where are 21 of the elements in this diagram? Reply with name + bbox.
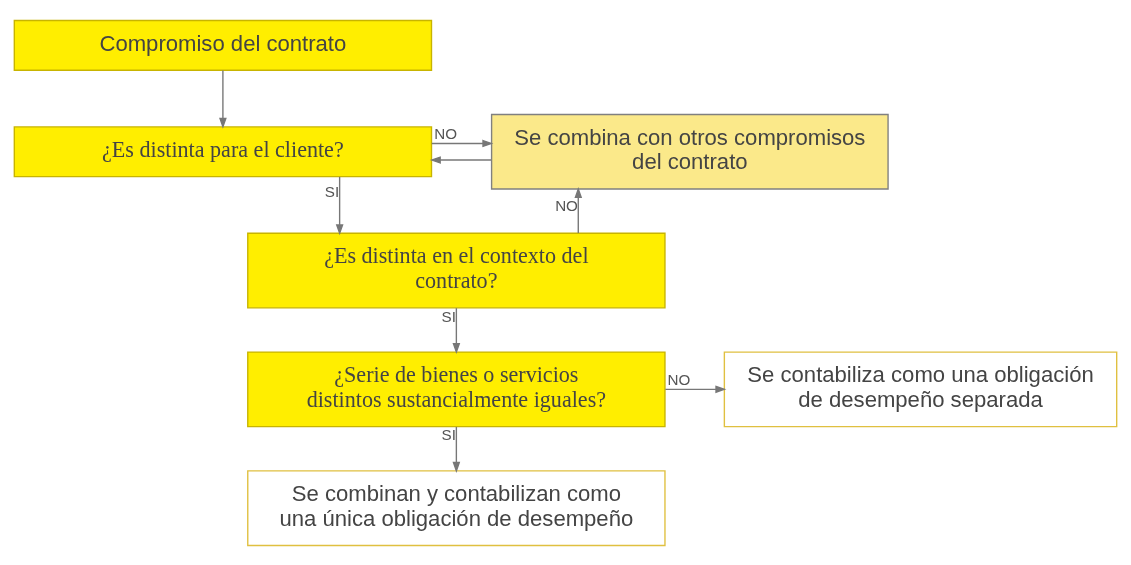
edge-label: NO [555, 196, 578, 214]
node-box: Compromiso del contrato [13, 19, 433, 71]
node-box: ¿Es distinta en el contexto del contrato? [247, 232, 666, 309]
node-box: Se combina con otros compromisos del contrato [490, 113, 889, 190]
edge-label: NO [434, 124, 458, 142]
node-box: ¿Es distinta para el cliente? [13, 125, 433, 177]
edge-label: SI [441, 425, 456, 443]
arrow [574, 186, 583, 234]
edge-label: SI [441, 307, 456, 325]
arrow [431, 139, 494, 147]
arrow [429, 155, 492, 164]
arrow [452, 425, 461, 473]
node-box: Se combinan y contabilizan como una única obligación de desempeño [247, 469, 666, 546]
node-box: Se contabiliza como una obligación de desempeño separada [723, 350, 1118, 427]
arrow [452, 306, 461, 354]
edge-label: SI [324, 182, 340, 200]
arrow [219, 69, 227, 129]
edge-label: NO [667, 370, 691, 388]
arrow [335, 175, 344, 235]
node-box: ¿Serie de bienes o servicios distintos sustancialmente iguales? [247, 350, 666, 427]
arrow [664, 385, 727, 393]
